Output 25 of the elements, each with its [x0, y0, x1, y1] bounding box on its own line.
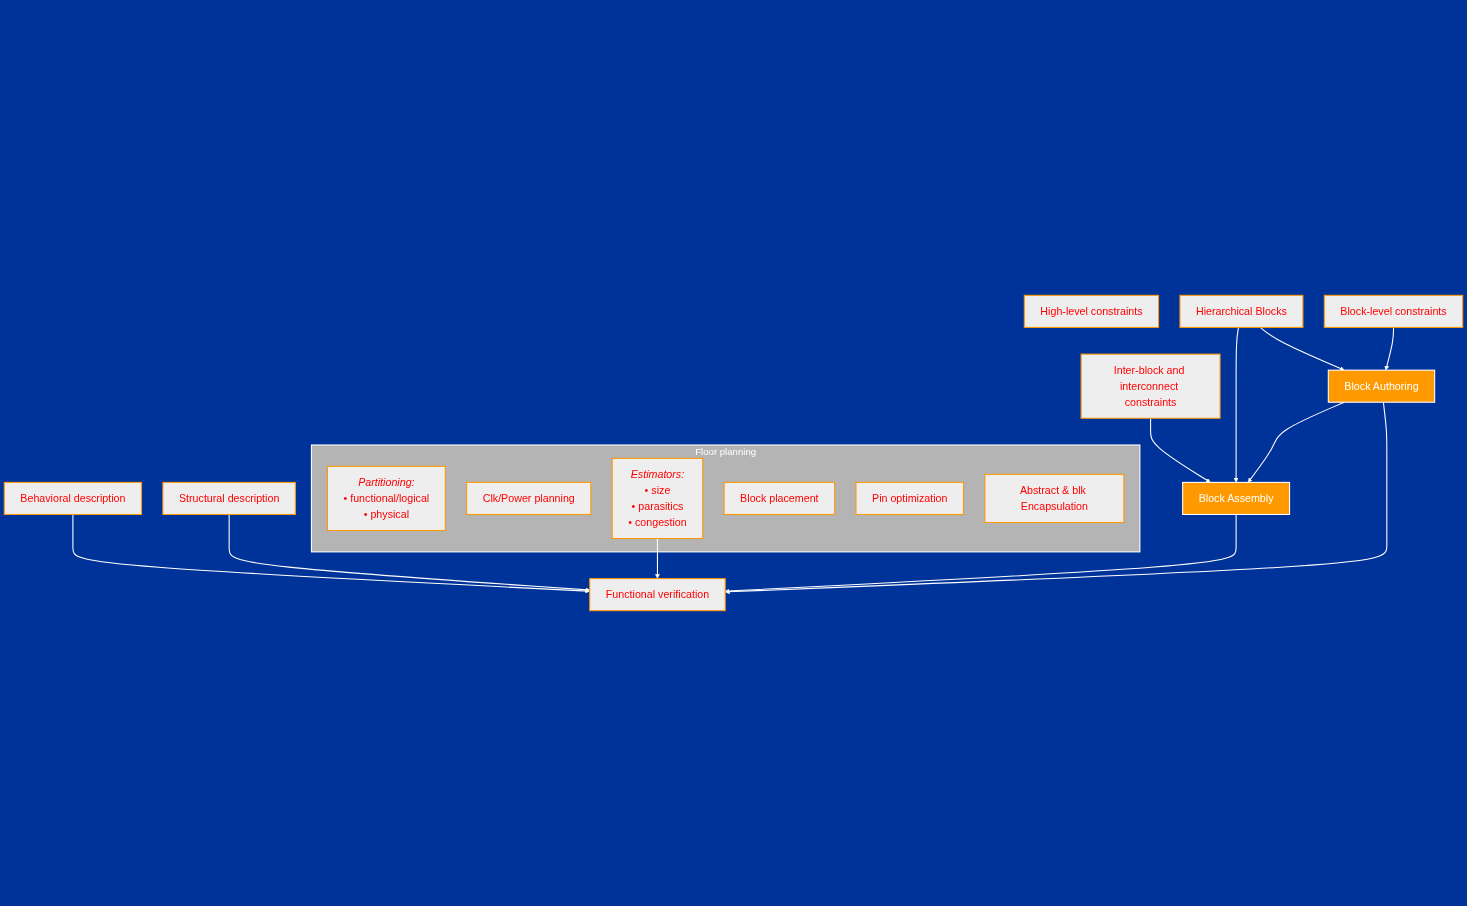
node-box: Inter-block and interconnect constraints [1080, 353, 1221, 419]
node-box: Block Assembly [1182, 481, 1291, 515]
arrow [1150, 417, 1211, 483]
node-box: Behavioral description [3, 481, 143, 515]
node-box: Functional verification [589, 578, 726, 612]
node-box: Estimators: • size • parasitics • congestion [611, 457, 704, 540]
arrow [228, 513, 590, 593]
node-box: Partitioning: • functional/logical • physical [326, 465, 446, 532]
node-box: Block placement [723, 481, 836, 515]
arrow [72, 513, 590, 594]
arrow [1247, 401, 1345, 483]
node-box: High-level constraints [1023, 294, 1160, 328]
node-box: Hierarchical Blocks [1179, 294, 1304, 328]
arrow [1384, 326, 1395, 371]
node-box: Abstract & blk Encapsulation [984, 473, 1125, 523]
arrow [1259, 326, 1345, 371]
arrow [655, 538, 660, 579]
node-box: Block-level constraints [1323, 294, 1464, 328]
node-box: Structural description [162, 481, 296, 515]
node-box: Clk/Power planning [466, 481, 592, 515]
arrow [1233, 326, 1240, 483]
node-box: Block Authoring [1327, 369, 1436, 403]
node-box: Pin optimization [855, 481, 965, 515]
arrow [725, 401, 1388, 595]
arrow [725, 513, 1237, 594]
